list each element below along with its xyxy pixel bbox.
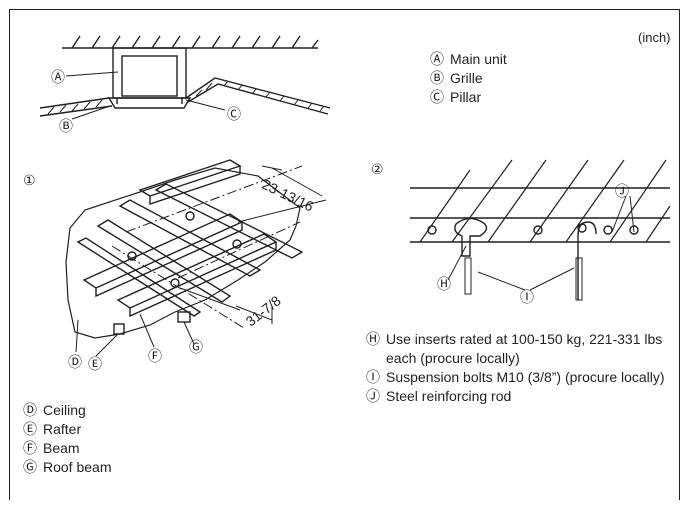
callout-e: Ⓔ: [88, 356, 102, 372]
legend-bottom-left: Ⓓ Ceiling Ⓔ Rafter Ⓕ Beam Ⓖ Roof beam: [23, 401, 243, 477]
callout-i: Ⓘ: [520, 289, 534, 305]
legend-item-beam: Ⓕ Beam: [23, 439, 243, 458]
legend-text: Ceiling: [43, 402, 86, 418]
top-ceiling-drawing: [39, 35, 331, 120]
legend-mark: Ⓐ: [430, 51, 444, 67]
callout-d: Ⓓ: [68, 354, 82, 370]
legend-text: Grille: [450, 70, 483, 86]
legend-mark: Ⓔ: [23, 421, 37, 437]
callout-f: Ⓕ: [148, 348, 162, 364]
legend-text: Steel reinforcing rod: [386, 388, 512, 404]
frame-left-border: [9, 9, 10, 500]
figure2-drawing: [410, 159, 671, 301]
legend-mark: Ⓙ: [366, 388, 380, 404]
callout-b: Ⓑ: [59, 118, 73, 134]
callout-c: Ⓒ: [227, 106, 241, 122]
legend-mark: Ⓖ: [23, 459, 37, 475]
legend-item-inserts: Ⓗ Use inserts rated at 100-150 kg, 221-33…: [366, 330, 666, 368]
unit-label: (inch): [638, 30, 671, 45]
figure1-drawing: [65, 159, 327, 357]
legend-item-suspension-bolts: Ⓘ Suspension bolts M10 (3/8”) (procure lo…: [366, 368, 666, 387]
legend-text: Roof beam: [43, 459, 112, 475]
legend-text: Pillar: [450, 89, 482, 105]
figure2-number: ②: [371, 161, 384, 177]
legend-mark: Ⓕ: [23, 440, 37, 456]
callout-a: Ⓐ: [51, 69, 65, 85]
legend-text: Suspension bolts M10 (3/8”) (procure loc…: [386, 369, 665, 385]
legend-item-steel-rod: Ⓙ Steel reinforcing rod: [366, 387, 666, 406]
legend-item-main-unit: Ⓐ Main unit: [430, 50, 630, 69]
legend-mark: Ⓒ: [430, 89, 444, 105]
legend-item-pillar: Ⓒ Pillar: [430, 88, 630, 107]
figure1-number: ①: [23, 172, 36, 188]
legend-mark: Ⓓ: [23, 402, 37, 418]
legend-text: Rafter: [43, 421, 82, 437]
legend-item-rafter: Ⓔ Rafter: [23, 420, 243, 439]
callout-g: Ⓖ: [189, 339, 203, 355]
frame-top-border: [9, 9, 680, 10]
frame-right-border: [679, 9, 680, 500]
callout-h: Ⓗ: [437, 276, 451, 292]
legend-mark: Ⓑ: [430, 70, 444, 86]
legend-item-roof-beam: Ⓖ Roof beam: [23, 458, 243, 477]
legend-top: Ⓐ Main unit Ⓑ Grille Ⓒ Pillar: [430, 50, 630, 107]
legend-item-ceiling: Ⓓ Ceiling: [23, 401, 243, 420]
legend-text: Use inserts rated at 100-150 kg, 221-331…: [386, 331, 663, 366]
legend-item-grille: Ⓑ Grille: [430, 69, 630, 88]
legend-text: Main unit: [450, 51, 507, 67]
callout-j: Ⓙ: [615, 183, 629, 199]
legend-bottom-right: Ⓗ Use inserts rated at 100-150 kg, 221-33…: [366, 330, 666, 406]
legend-mark: Ⓘ: [366, 369, 380, 385]
legend-text: Beam: [43, 440, 80, 456]
legend-mark: Ⓗ: [366, 331, 380, 347]
